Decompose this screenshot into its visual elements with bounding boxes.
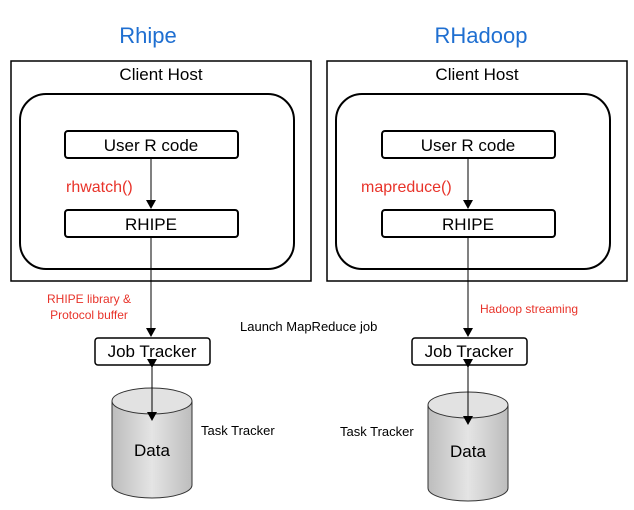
rhadoop-heading: RHadoop (435, 23, 528, 48)
left-rhipe-label: RHIPE (125, 215, 177, 234)
launch-mapreduce-label: Launch MapReduce job (240, 319, 377, 334)
left-link-label-line1: RHIPE library & (47, 292, 131, 306)
left-r-session-box (19, 93, 295, 270)
left-data-label: Data (134, 441, 170, 460)
right-rhipe-label: RHIPE (442, 215, 494, 234)
right-user-r-code-label: User R code (421, 136, 515, 155)
right-client-host-label: Client Host (435, 65, 518, 84)
right-call-label: mapreduce() (361, 179, 452, 196)
right-job-tracker-label: Job Tracker (425, 342, 514, 361)
left-task-tracker-label: Task Tracker (201, 423, 275, 438)
left-user-r-code-label: User R code (104, 136, 198, 155)
left-client-host-label: Client Host (119, 65, 202, 84)
left-job-tracker-label: Job Tracker (108, 342, 197, 361)
left-call-label: rhwatch() (66, 179, 133, 196)
rhipe-heading: Rhipe (119, 23, 176, 48)
right-data-label: Data (450, 442, 486, 461)
right-link-label: Hadoop streaming (480, 302, 578, 316)
right-task-tracker-label: Task Tracker (340, 424, 414, 439)
left-link-label-line2: Protocol buffer (50, 308, 128, 322)
